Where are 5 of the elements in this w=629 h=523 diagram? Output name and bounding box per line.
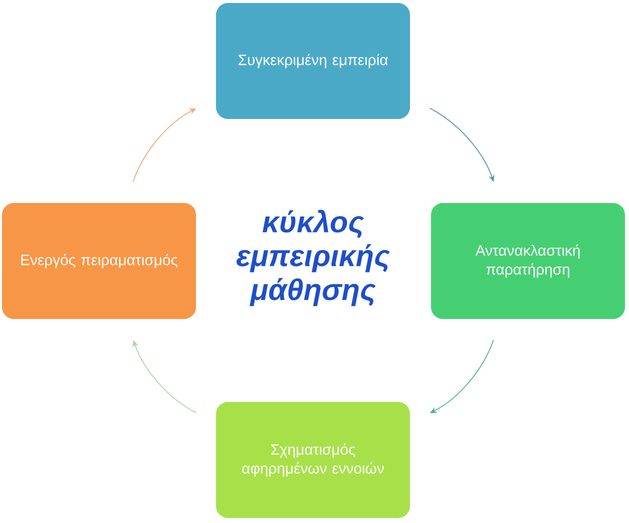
process-box: Σχηματισμός αφηρημένων εννοιών bbox=[216, 402, 410, 518]
process-box: Ενεργός πειραματισμός bbox=[2, 203, 196, 319]
process-box: Συγκεκριμένη εμπειρία bbox=[216, 3, 410, 119]
cycle-title: κύκλος εμπειρικής μάθησης bbox=[236, 210, 390, 306]
process-box: Αντανακλαστική παρατήρηση bbox=[431, 203, 625, 319]
